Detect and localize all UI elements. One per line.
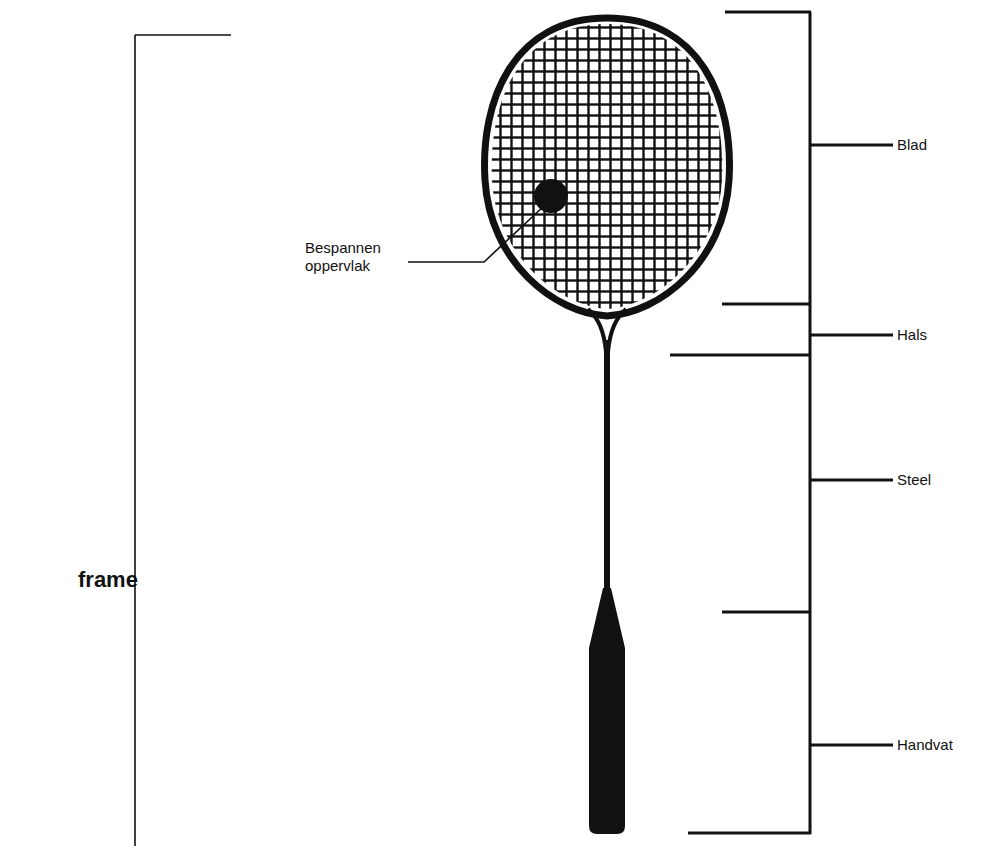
- leader-line: [408, 205, 545, 262]
- part-label: Steel: [897, 471, 931, 489]
- string-dot: [534, 179, 568, 213]
- racket-shaft: [604, 340, 610, 600]
- part-label: Blad: [897, 136, 927, 154]
- part-label: Bespannen oppervlak: [305, 239, 405, 275]
- string-bed: [480, 15, 740, 320]
- part-label: Hals: [897, 326, 927, 344]
- group-label: frame: [78, 567, 138, 593]
- racket-handle: [589, 588, 625, 834]
- frame-bracket: [135, 35, 231, 846]
- part-bracket: [670, 12, 893, 834]
- racket-head: [485, 18, 730, 316]
- part-label: Handvat: [897, 736, 953, 754]
